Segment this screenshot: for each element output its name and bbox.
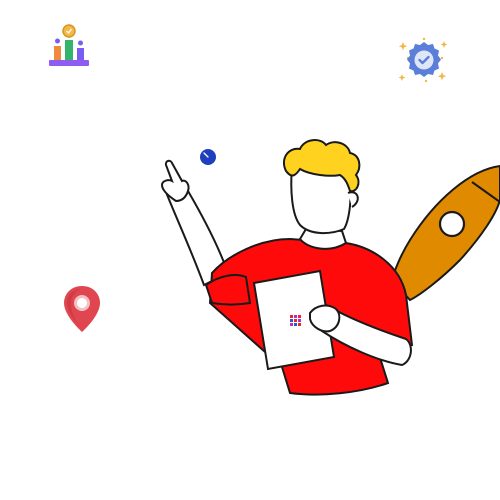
clock-dot-icon — [200, 149, 216, 165]
person-figure — [160, 139, 414, 396]
verified-badge-icon — [398, 37, 448, 83]
rocket-icon — [390, 164, 500, 302]
podium-chart-icon — [49, 24, 89, 66]
location-pin-icon — [64, 286, 100, 332]
